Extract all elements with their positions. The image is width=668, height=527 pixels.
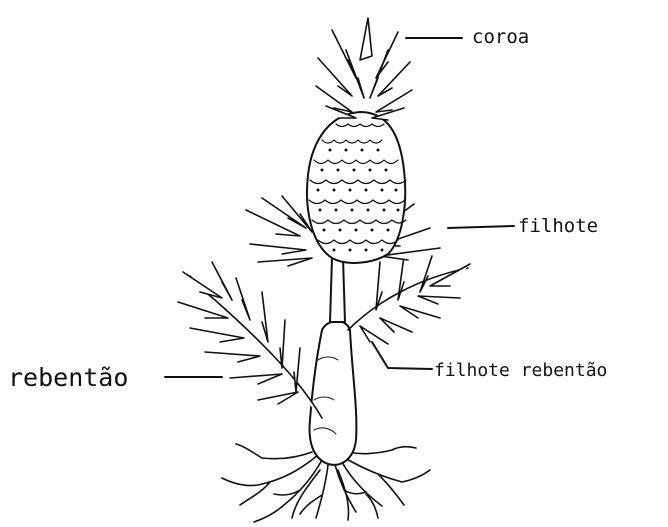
label-coroa: coroa: [472, 26, 529, 48]
label-filhote: filhote: [518, 215, 598, 237]
filhote-rebentao-shoot: [348, 256, 470, 344]
label-rebentao: rebentão: [8, 363, 128, 392]
leader-filhote: [448, 226, 514, 228]
rebentao-shoot: [178, 262, 322, 418]
peduncle: [330, 258, 345, 322]
crown: [316, 18, 412, 120]
pineapple-fruit: [307, 112, 406, 263]
leader-filhote-rebentao: [372, 342, 432, 369]
main-stem: [310, 321, 357, 465]
label-filhote-rebentao: filhote rebentão: [434, 360, 607, 381]
